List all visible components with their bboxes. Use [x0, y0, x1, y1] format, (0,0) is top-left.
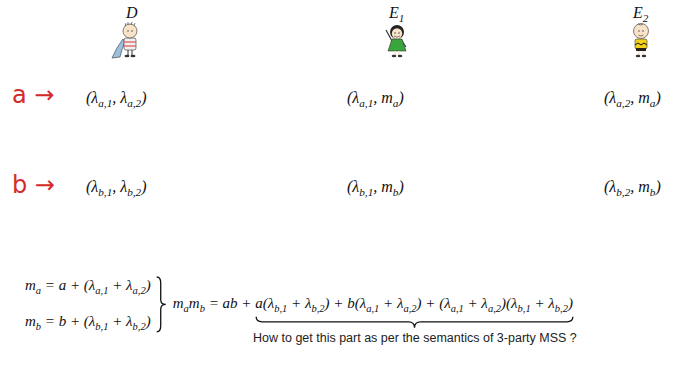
subscript-text: 2 — [643, 12, 649, 24]
subscript-text: b — [36, 321, 41, 332]
subscript-text: b,1 — [95, 321, 108, 332]
math-text: E — [633, 4, 643, 21]
equation: ma = a + (λa,1 + λa,2) — [25, 276, 151, 297]
share-tuple: (λb,2, mb) — [604, 177, 661, 199]
share-tuple: (λa,1, λa,2) — [86, 88, 147, 110]
math-text: , λ — [112, 178, 127, 195]
math-text: D — [126, 4, 138, 21]
math-text: (λ — [86, 89, 98, 106]
underbrace — [256, 317, 573, 328]
subscript-text: b,2 — [127, 186, 141, 198]
math-text: )(λ — [501, 295, 518, 311]
party-heading: D — [126, 3, 138, 23]
question-note: How to get this part as per the semantic… — [253, 331, 577, 347]
math-text: (λ — [347, 178, 359, 195]
handwritten-row-label: a → — [12, 80, 54, 110]
equation: mamb = ab + a(λb,1 + λb,2) + b(λa,1 + λa… — [173, 294, 573, 315]
math-text: (λ — [604, 89, 616, 106]
math-text: , λ — [112, 89, 127, 106]
math-text: ) — [655, 178, 660, 195]
handwritten-row-label: b → — [12, 170, 55, 200]
math-text: How to get this part as per the semantic… — [253, 331, 577, 345]
subscript-text: b,1 — [274, 303, 287, 314]
subscript-text: a — [184, 303, 189, 314]
share-tuple: (λb,1, mb) — [347, 177, 404, 199]
subscript-text: a — [36, 285, 41, 296]
math-text: m — [25, 277, 36, 293]
math-text: = a + (λ — [41, 277, 95, 293]
party-heading: E1 — [389, 3, 404, 25]
math-text: ) — [141, 178, 146, 195]
math-text: b → — [12, 171, 55, 199]
math-text: + λ — [464, 295, 488, 311]
math-text: , m — [630, 89, 650, 106]
subscript-text: a,1 — [98, 97, 112, 109]
math-text: = ab + — [205, 295, 255, 311]
math-text: a(λ — [255, 295, 274, 311]
subscript-text: a,2 — [127, 97, 141, 109]
subscript-text: 1 — [399, 12, 405, 24]
subscript-text: a,2 — [488, 303, 501, 314]
math-text: + λ — [531, 295, 555, 311]
subscript-text: b,2 — [555, 303, 568, 314]
subscript-text: a,1 — [359, 97, 373, 109]
share-tuple: (λa,1, ma) — [347, 88, 404, 110]
subscript-text: a,1 — [451, 303, 464, 314]
subscript-text: b,2 — [616, 186, 630, 198]
math-text: ) — [146, 277, 151, 293]
subscript-text: b,1 — [518, 303, 531, 314]
subscript-text: b — [393, 186, 399, 198]
subscript-text: a — [650, 97, 656, 109]
math-text: + λ — [287, 295, 311, 311]
math-text: (λ — [347, 89, 359, 106]
subscript-text: a,1 — [95, 285, 108, 296]
math-text: ) + (λ — [417, 295, 451, 311]
math-text: + λ — [108, 313, 132, 329]
subscript-text: a,2 — [403, 303, 416, 314]
share-tuple: (λa,2, ma) — [604, 88, 661, 110]
math-text: + λ — [379, 295, 403, 311]
math-text: ) — [398, 89, 403, 106]
math-text: m — [189, 295, 200, 311]
subscript-text: b — [650, 186, 656, 198]
subscript-text: a — [393, 97, 399, 109]
subscript-text: a,1 — [366, 303, 379, 314]
math-text: , m — [630, 178, 650, 195]
math-text: E — [389, 4, 399, 21]
math-text: (λ — [86, 178, 98, 195]
subscript-text: b,1 — [359, 186, 373, 198]
charlie-brown-figure — [634, 24, 649, 58]
party-heading: E2 — [633, 3, 648, 25]
subscript-text: b,1 — [98, 186, 112, 198]
math-text: , m — [373, 178, 393, 195]
math-text: ) — [141, 89, 146, 106]
linus-figure — [112, 22, 137, 58]
subscript-text: b,2 — [133, 321, 146, 332]
math-text: , m — [373, 89, 393, 106]
math-text: ) + b(λ — [325, 295, 367, 311]
math-text: ) — [398, 178, 403, 195]
subscript-text: b,2 — [311, 303, 324, 314]
math-text: = b + (λ — [41, 313, 95, 329]
math-text: ) — [655, 89, 660, 106]
math-text: ) — [568, 295, 573, 311]
subscript-text: a,2 — [133, 285, 146, 296]
math-text: + λ — [108, 277, 132, 293]
math-text: m — [173, 295, 184, 311]
math-text: (λ — [604, 178, 616, 195]
math-text: ) — [146, 313, 151, 329]
lucy-figure — [386, 25, 406, 57]
subscript-text: a,2 — [616, 97, 630, 109]
curly-brace — [157, 277, 166, 332]
share-tuple: (λb,1, λb,2) — [86, 177, 147, 199]
subscript-text: b — [200, 303, 205, 314]
math-text: a → — [12, 81, 54, 109]
equation: mb = b + (λb,1 + λb,2) — [25, 312, 151, 333]
math-text: m — [25, 313, 36, 329]
